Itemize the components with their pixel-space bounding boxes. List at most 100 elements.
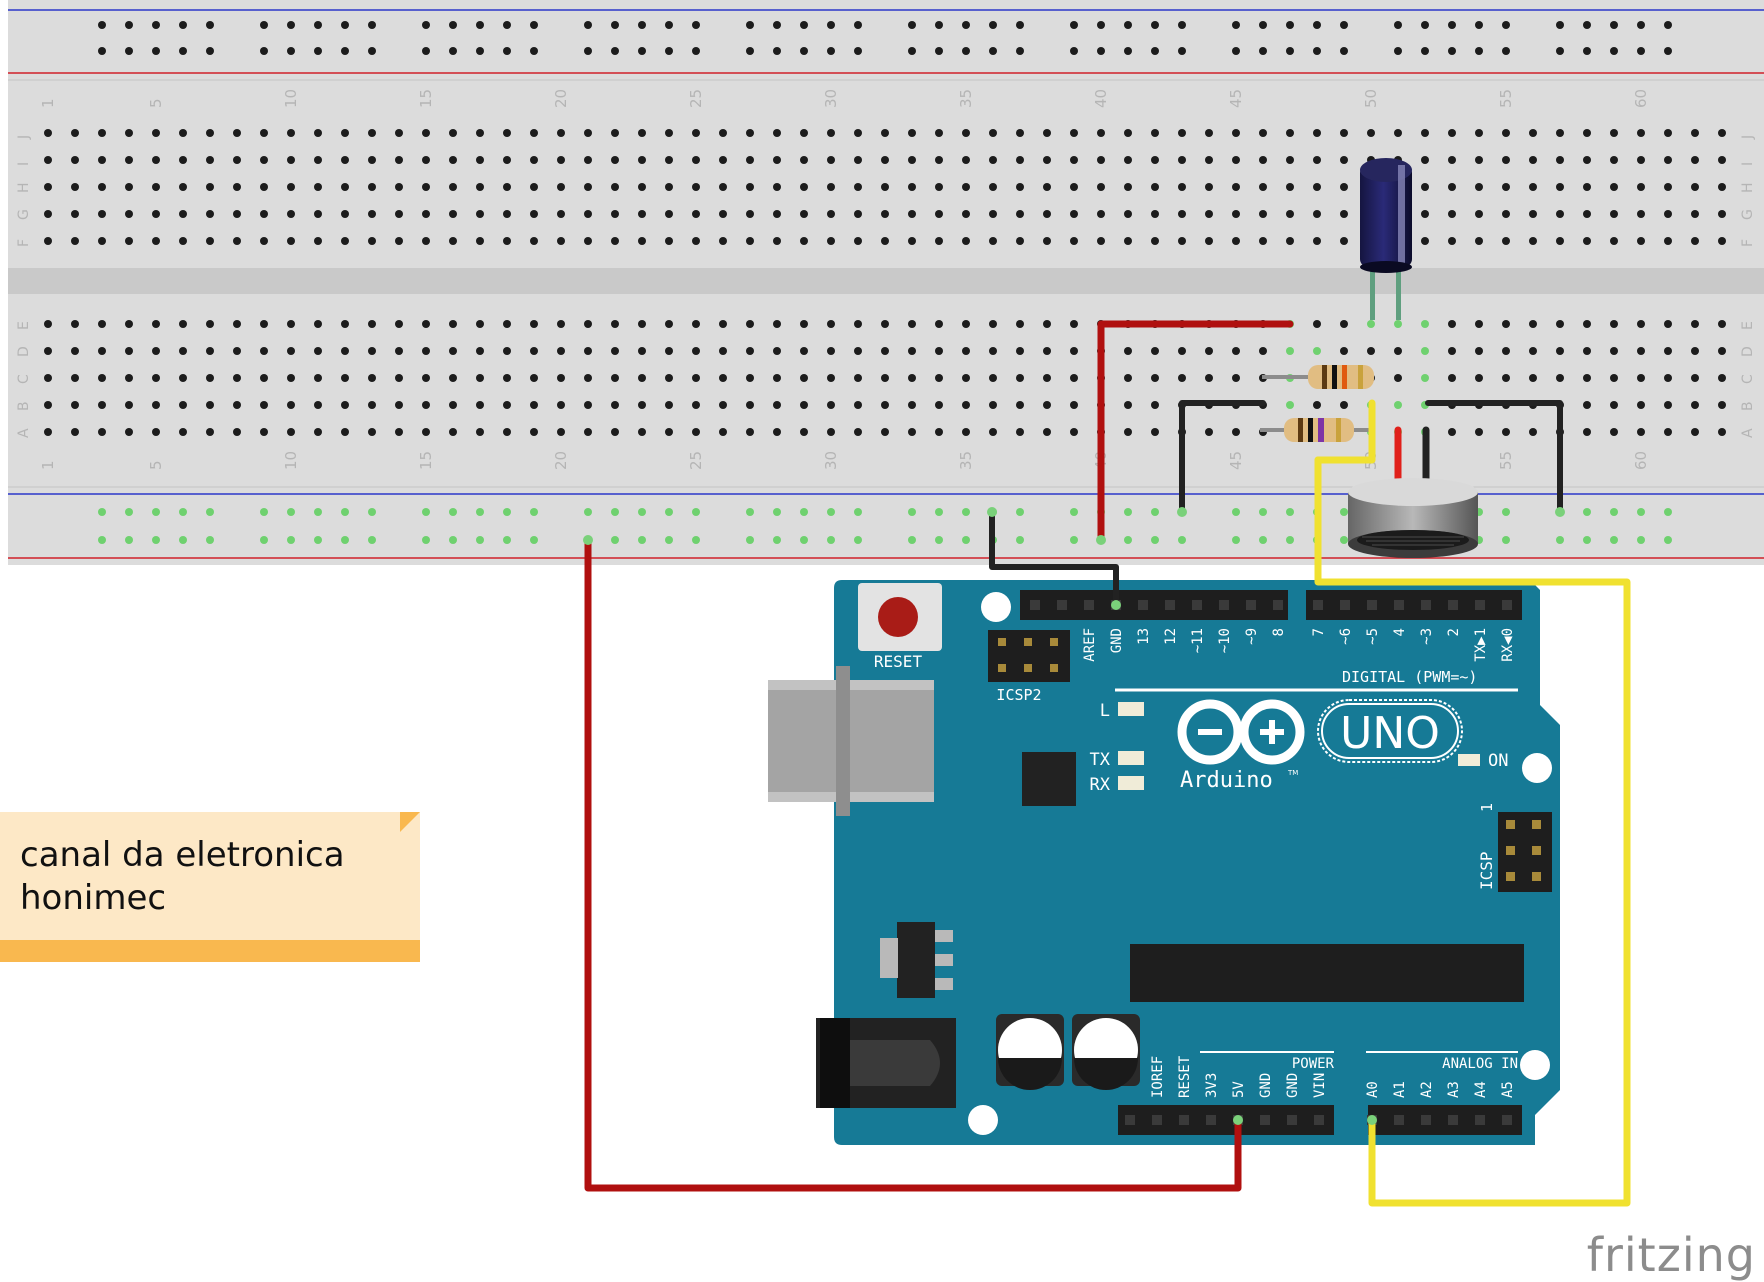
breadboard-hole [1664,401,1672,409]
breadboard-hole [989,156,997,164]
breadboard-hole [1502,320,1510,328]
digital-pin[interactable] [1192,600,1202,610]
sticky-note[interactable]: canal da eletronica honimec [0,812,420,962]
power-pin[interactable] [1287,1115,1297,1125]
breadboard-hole [746,129,754,137]
power-rail-hole-connected [1232,536,1240,544]
power-rail-hole-connected [692,508,700,516]
digital-pin[interactable] [1246,600,1256,610]
digital-pin[interactable] [1273,600,1283,610]
breadboard-hole [935,156,943,164]
digital-pin[interactable] [1448,600,1458,610]
digital-pin[interactable] [1138,600,1148,610]
digital-pin[interactable] [1030,600,1040,610]
row-letter-label: B [16,401,32,411]
breadboard-hole [638,210,646,218]
breadboard-hole [287,347,295,355]
breadboard-hole [233,129,241,137]
breadboard-hole [206,320,214,328]
breadboard-hole [1205,347,1213,355]
power-rail-hole [1340,47,1348,55]
breadboard-hole [908,156,916,164]
breadboard-hole [449,156,457,164]
digital-pin[interactable] [1421,600,1431,610]
icsp2-label: ICSP2 [996,686,1041,704]
breadboard-hole [1286,347,1294,355]
breadboard-hole [611,428,619,436]
digital-pin[interactable] [1313,600,1323,610]
breadboard-hole [152,428,160,436]
power-pin[interactable] [1125,1115,1135,1125]
digital-pin[interactable] [1084,600,1094,610]
board-capacitor-1 [996,1014,1064,1090]
column-number-label: 35 [957,451,975,470]
breadboard-hole [1421,320,1429,328]
analog-pin[interactable] [1394,1115,1404,1125]
breadboard-hole [125,347,133,355]
breadboard-hole [692,428,700,436]
wire-gnd-black [989,400,1563,608]
breadboard-hole [1556,183,1564,191]
breadboard-hole [71,320,79,328]
breadboard-hole [557,156,565,164]
power-rail-hole-connected [1664,508,1672,516]
breadboard-hole [1151,129,1159,137]
analog-pin[interactable] [1502,1115,1512,1125]
breadboard-hole [1610,210,1618,218]
breadboard-hole [44,347,52,355]
breadboard-hole [1475,156,1483,164]
breadboard-hole [773,320,781,328]
breadboard-hole [1556,237,1564,245]
power-rail-hole-connected [179,508,187,516]
breadboard-hole [611,401,619,409]
digital-header-right [1306,590,1522,620]
power-pin[interactable] [1260,1115,1270,1125]
breadboard-hole [854,374,862,382]
digital-pin[interactable] [1057,600,1067,610]
breadboard-hole [44,183,52,191]
power-rail-hole-connected [260,536,268,544]
digital-pin-label: ~6 [1338,628,1354,645]
power-rail-hole-connected [665,536,673,544]
digital-pin[interactable] [1340,600,1350,610]
breadboard-hole [179,129,187,137]
breadboard-hole [152,210,160,218]
breadboard-hole [827,237,835,245]
breadboard-hole [98,347,106,355]
breadboard-hole [611,237,619,245]
digital-pin-label: 12 [1163,628,1179,645]
breadboard-hole [233,320,241,328]
analog-pin[interactable] [1421,1115,1431,1125]
breadboard-hole [1124,428,1132,436]
breadboard-hole [1178,129,1186,137]
power-pin[interactable] [1206,1115,1216,1125]
breadboard-hole [611,183,619,191]
breadboard-hole [1691,347,1699,355]
breadboard-hole [314,347,322,355]
digital-pin[interactable] [1502,600,1512,610]
digital-pin[interactable] [1394,600,1404,610]
power-rail-hole [773,21,781,29]
breadboard-hole [854,129,862,137]
power-pin[interactable] [1179,1115,1189,1125]
breadboard-hole [1583,129,1591,137]
power-pin[interactable] [1314,1115,1324,1125]
digital-pin[interactable] [1475,600,1485,610]
breadboard-hole [881,183,889,191]
digital-pin-label: 13 [1136,628,1152,645]
digital-pin[interactable] [1219,600,1229,610]
breadboard-hole [1664,428,1672,436]
analog-pin[interactable] [1448,1115,1458,1125]
digital-pin[interactable] [1165,600,1175,610]
breadboard-hole [935,210,943,218]
breadboard-hole [1016,183,1024,191]
power-pin[interactable] [1152,1115,1162,1125]
breadboard-hole [395,428,403,436]
reset-button[interactable] [858,583,942,651]
breadboard-hole [962,156,970,164]
breadboard-hole [1502,183,1510,191]
breadboard-hole [557,401,565,409]
analog-pin[interactable] [1475,1115,1485,1125]
digital-pin[interactable] [1367,600,1377,610]
power-rail-hole-connected [314,536,322,544]
